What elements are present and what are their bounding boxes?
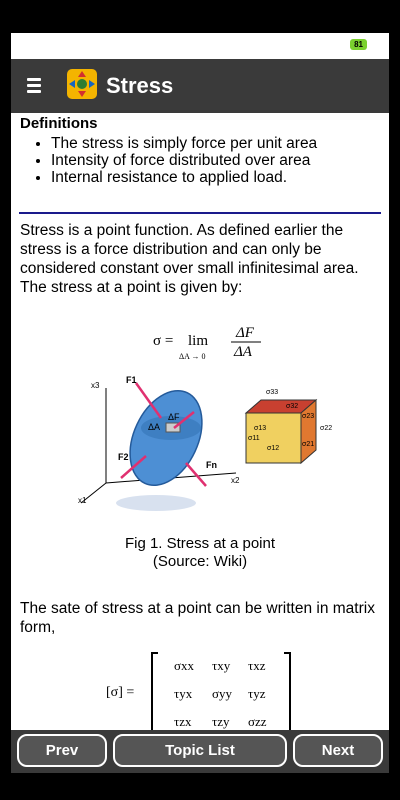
label-s22: σ22 <box>320 425 332 432</box>
label-s11: σ11 <box>248 435 260 442</box>
divider <box>19 212 381 214</box>
formula-denominator: ΔA <box>233 344 253 360</box>
app-bar: Stress <box>11 59 389 113</box>
matrix-cell: σyy <box>212 686 233 701</box>
matrix-cell: τyx <box>174 686 193 701</box>
status-time: 10:17 <box>29 39 60 53</box>
matrix-cell: σxx <box>174 658 195 673</box>
page-title: Stress <box>106 73 174 98</box>
prev-button[interactable]: Prev <box>17 734 107 767</box>
label-s13: σ13 <box>254 425 266 432</box>
menu-icon[interactable] <box>27 78 41 96</box>
label-x3: x3 <box>91 381 100 390</box>
list-item: The stress is simply force per unit area <box>51 135 317 152</box>
paragraph-intro: Stress is a point function. As defined e… <box>20 222 359 296</box>
signal-icon: ▂▃▅ <box>321 39 345 50</box>
stress-matrix: [σ] = σxx τxy τxz τyx σyy τyz τzx τzy σz… <box>106 652 291 730</box>
caption-line2: (Source: Wiki) <box>152 553 248 570</box>
wifi-icon: ◉ <box>74 39 84 51</box>
definitions-heading: Definitions <box>20 115 98 132</box>
matrix-cell: σzz <box>248 714 267 729</box>
formula-lim: lim <box>188 333 208 349</box>
stress-figure: F1 F2 Fn ΔF ΔA x1 x2 x3 σ11 σ12 σ13 σ21 … <box>78 375 332 511</box>
formula-lhs: σ = <box>153 333 173 349</box>
list-item: Intensity of force distributed over area <box>51 152 317 169</box>
content-area[interactable]: Definitions The stress is simply force p… <box>11 113 389 730</box>
matrix-cell: τzy <box>212 714 230 729</box>
status-bar: 10:17 ◉ ▂▃▅ 81 <box>11 33 389 59</box>
matrix-cell: τxz <box>248 658 266 673</box>
formula-numerator: ΔF <box>235 325 255 341</box>
label-s32: σ32 <box>286 403 298 410</box>
label-Fn: Fn <box>206 460 217 470</box>
label-x2: x2 <box>231 476 240 485</box>
label-dF: ΔF <box>168 412 180 422</box>
bottom-nav: Prev Topic List Next <box>11 730 389 773</box>
stress-formula: σ = lim ΔA → 0 ΔF ΔA <box>153 325 261 361</box>
battery-icon: 81 <box>350 39 367 50</box>
caption-line1: Fig 1. Stress at a point <box>124 535 276 552</box>
figure-caption: Fig 1. Stress at a point (Source: Wiki) <box>11 535 389 571</box>
formula-limit-sub: ΔA → 0 <box>179 352 205 361</box>
next-button[interactable]: Next <box>293 734 383 767</box>
label-F2: F2 <box>118 452 129 462</box>
matrix-lhs: [σ] = <box>106 685 134 700</box>
matrix-cell: τyz <box>248 686 266 701</box>
screen <box>11 33 389 773</box>
label-x1: x1 <box>78 496 87 505</box>
matrix-cell: τxy <box>212 658 231 673</box>
label-s21: σ21 <box>302 441 314 448</box>
list-item: Internal resistance to applied load. <box>51 169 317 186</box>
label-s23: σ23 <box>302 413 314 420</box>
definitions-list: The stress is simply force per unit area… <box>29 135 317 186</box>
matrix-cell: τzx <box>174 714 192 729</box>
app-logo-icon <box>67 69 97 99</box>
label-s12: σ12 <box>267 445 279 452</box>
paragraph-matrix: The sate of stress at a point can be wri… <box>20 600 375 636</box>
label-F1: F1 <box>126 375 137 385</box>
label-s33: σ33 <box>266 389 278 396</box>
topic-list-button[interactable]: Topic List <box>113 734 287 767</box>
label-dA: ΔA <box>148 422 160 432</box>
